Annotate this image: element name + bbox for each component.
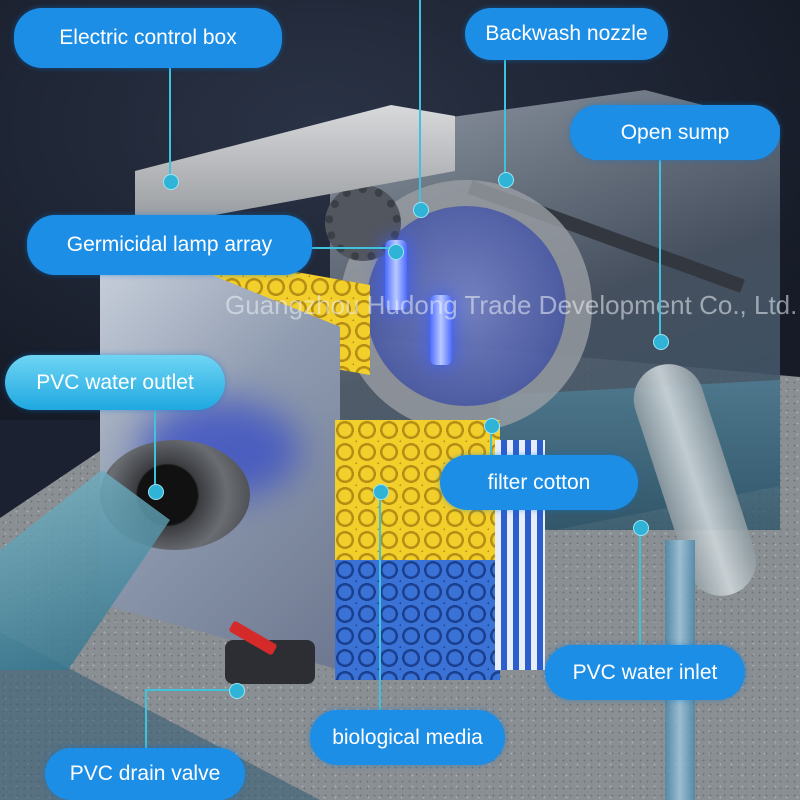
leader-dot bbox=[229, 683, 245, 699]
leader-dot bbox=[373, 484, 389, 500]
leader-line bbox=[659, 158, 661, 338]
leader-dot bbox=[653, 334, 669, 350]
leader-dot bbox=[484, 418, 500, 434]
leader-dot bbox=[388, 244, 404, 260]
leader-line bbox=[154, 408, 156, 490]
leader-dot bbox=[148, 484, 164, 500]
watermark: Guangzhou Hudong Trade Development Co., … bbox=[225, 290, 798, 320]
leader-line bbox=[419, 0, 421, 208]
label-germicidal-lamp-array: Germicidal lamp array bbox=[27, 215, 312, 275]
leader-line bbox=[310, 247, 395, 249]
label-pvc-drain-valve: PVC drain valve bbox=[45, 748, 245, 800]
leader-line bbox=[145, 689, 147, 751]
uv-lamp bbox=[430, 295, 452, 365]
label-biological-media: biological media bbox=[310, 710, 505, 765]
label-open-sump: Open sump bbox=[570, 105, 780, 160]
leader-dot bbox=[498, 172, 514, 188]
leader-line bbox=[639, 525, 641, 647]
leader-line bbox=[145, 689, 237, 691]
label-backwash-nozzle: Backwash nozzle bbox=[465, 8, 668, 60]
label-pvc-water-inlet: PVC water inlet bbox=[545, 645, 745, 700]
biological-media-blue bbox=[335, 560, 500, 680]
leader-dot bbox=[633, 520, 649, 536]
leader-dot bbox=[413, 202, 429, 218]
leader-line bbox=[169, 66, 171, 180]
label-filter-cotton: filter cotton bbox=[440, 455, 638, 510]
leader-line bbox=[379, 490, 381, 712]
label-pvc-water-outlet: PVC water outlet bbox=[5, 355, 225, 410]
leader-dot bbox=[163, 174, 179, 190]
leader-line bbox=[490, 420, 492, 482]
label-electric-control-box: Electric control box bbox=[14, 8, 282, 68]
leader-line bbox=[504, 58, 506, 176]
